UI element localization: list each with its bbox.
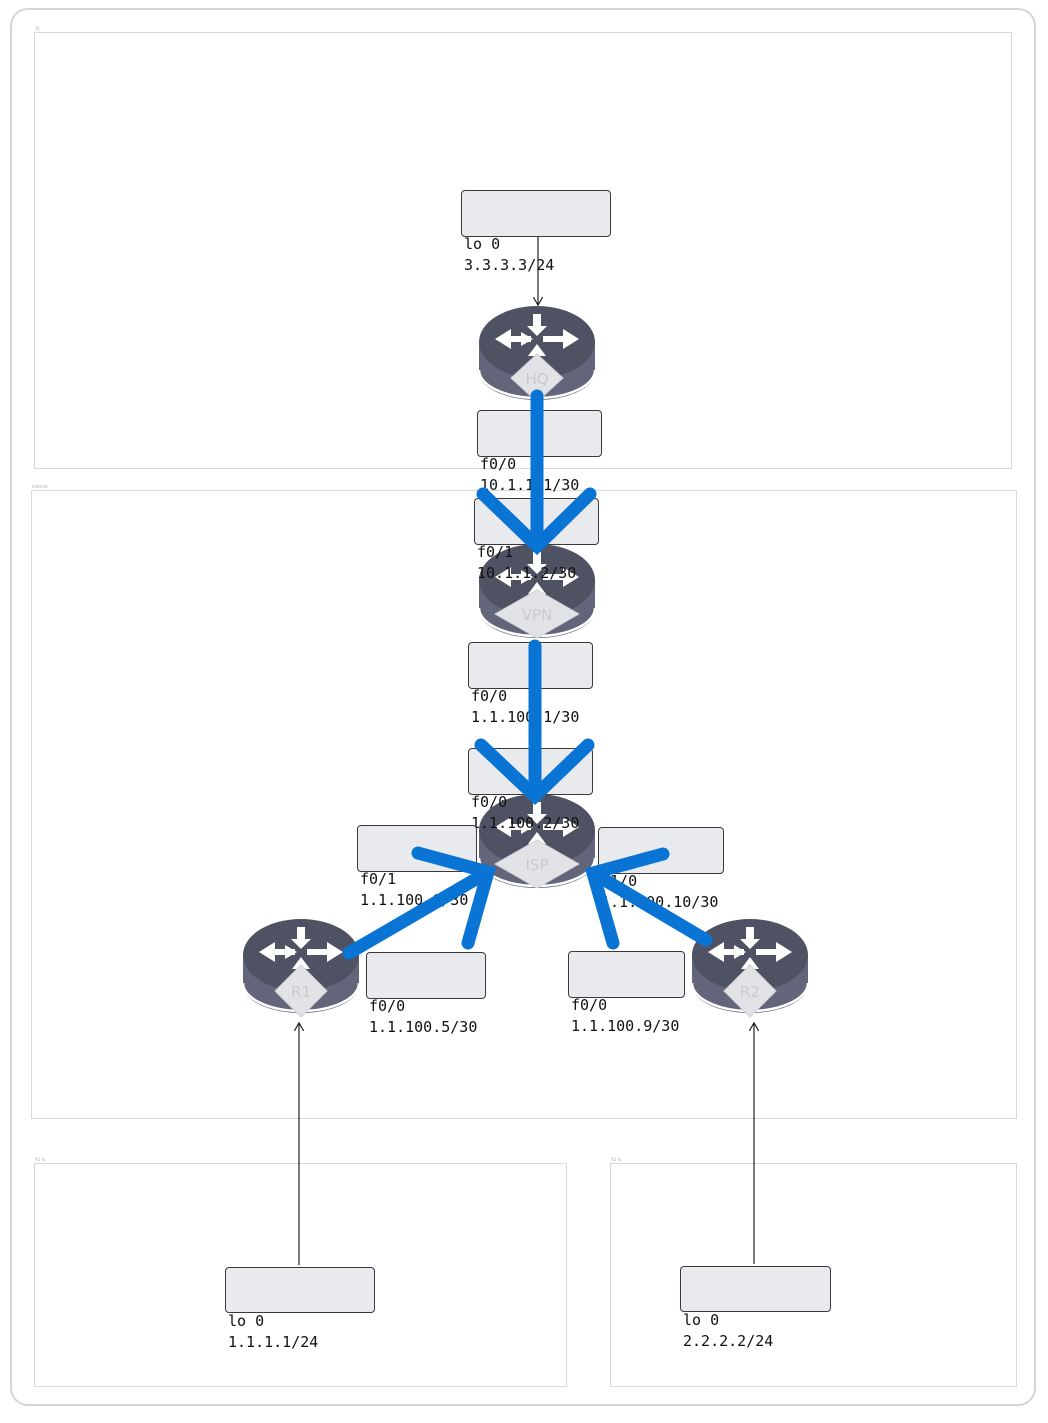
router-r1-name: R1 — [291, 983, 311, 1001]
router-isp — [477, 792, 597, 890]
zone-r2-lo — [610, 1163, 1017, 1387]
router-r1 — [241, 917, 361, 1018]
router-vpn-name: VPN — [522, 606, 553, 624]
zone-r1-lo-title: R1 lo — [35, 1157, 46, 1162]
router-r2-name: R2 — [740, 983, 760, 1001]
zone-r1-lo — [34, 1163, 567, 1387]
link-r2-isp — [584, 847, 713, 950]
zone-r2-lo-title: R2 lo — [611, 1157, 622, 1162]
zone-internet — [31, 490, 1017, 1119]
zone-internet-title: Internet — [32, 484, 48, 489]
link-vpn-isp — [474, 639, 595, 805]
router-hq-name: HQ — [525, 370, 548, 388]
link-r1-isp — [342, 846, 497, 960]
router-isp-name: ISP — [526, 856, 549, 874]
router-vpn — [477, 542, 597, 640]
zone-hq-title: ჰქ — [35, 26, 40, 31]
canvas-frame — [10, 8, 1036, 1406]
zone-hq — [34, 32, 1012, 469]
link-hq-vpn — [476, 389, 597, 556]
router-r2 — [690, 917, 810, 1018]
